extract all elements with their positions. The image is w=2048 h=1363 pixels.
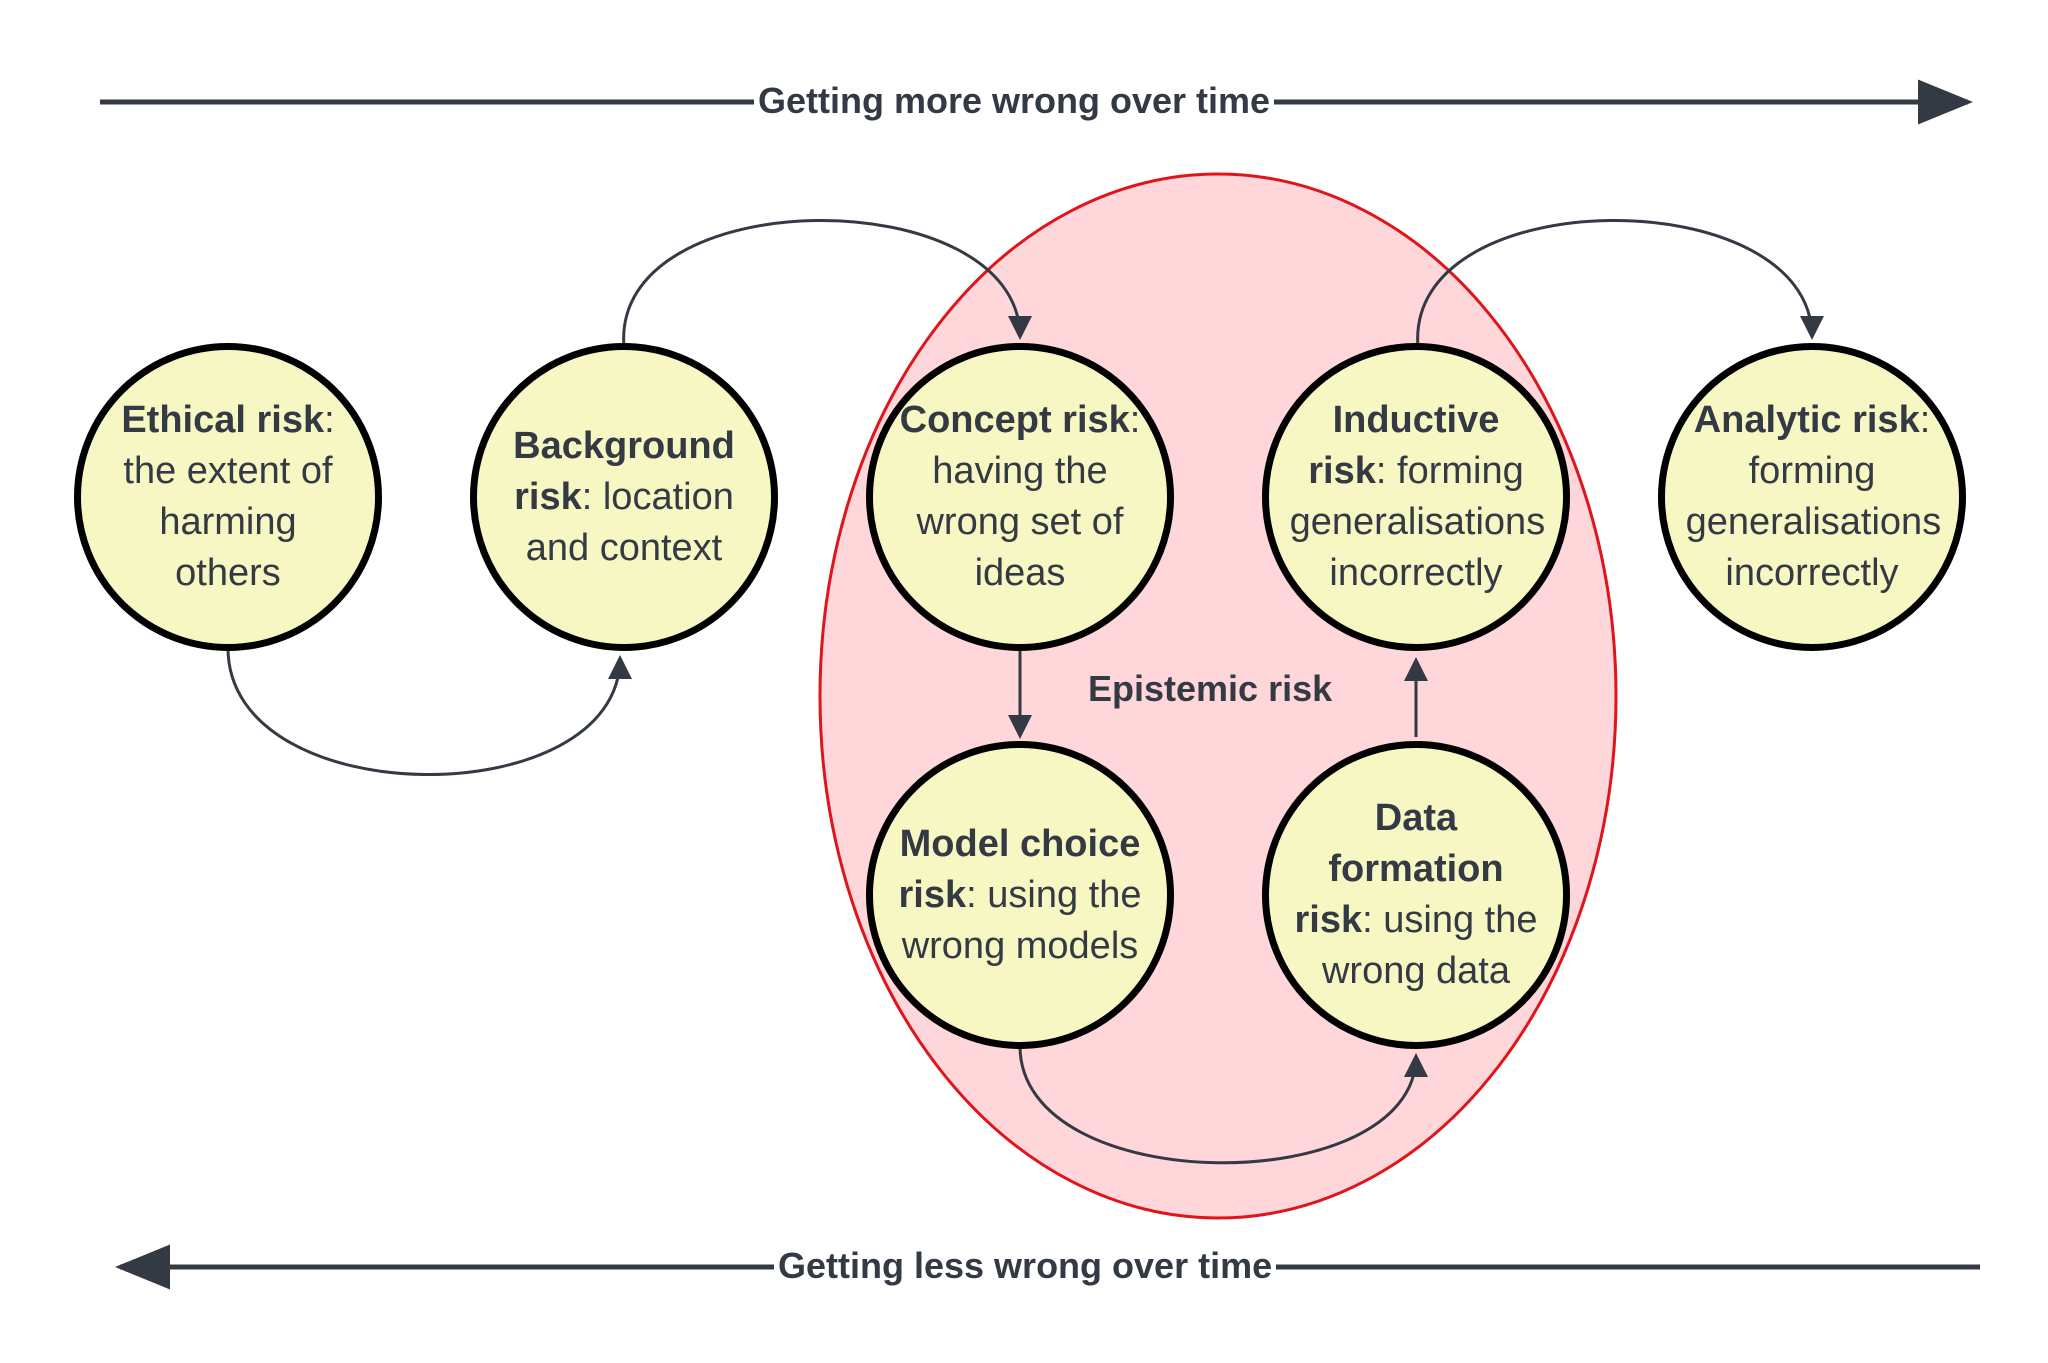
node-model-choice-risk-description: : using the wrong models — [901, 873, 1142, 967]
node-analytic-risk-description: : forming generalisations incorrectly — [1685, 399, 1942, 594]
node-ethical-risk-description: : the extent of harming others — [123, 399, 335, 594]
node-data-formation-risk-title: Data formation risk — [1294, 797, 1504, 941]
node-data-formation-risk-description: : using the wrong data — [1321, 899, 1538, 992]
node-analytic-risk-title: Analytic risk — [1693, 399, 1920, 441]
node-concept-risk-title: Concept risk — [899, 399, 1130, 441]
node-inductive-risk-text: Inductive risk: forming generalisations … — [1289, 395, 1546, 599]
top-timeline-label: Getting more wrong over time — [754, 80, 1275, 122]
node-analytic-risk-text: Analytic risk: forming generalisations i… — [1685, 395, 1942, 599]
node-model-choice-risk-text: Model choice risk: using the wrong model… — [894, 819, 1147, 972]
node-background-risk: Background risk: location and context — [470, 343, 778, 651]
node-ethical-risk-text: Ethical risk: the extent of harming othe… — [102, 395, 355, 599]
node-background-risk-text: Background risk: location and context — [498, 421, 751, 574]
node-analytic-risk: Analytic risk: forming generalisations i… — [1658, 343, 1966, 651]
node-ethical-risk-title: Ethical risk — [121, 399, 325, 441]
connector-inductive-to-analytic — [1416, 219, 1824, 348]
node-concept-risk-description: : having the wrong set of ideas — [916, 399, 1141, 594]
node-model-choice-risk-title: Model choice risk — [898, 822, 1141, 916]
node-background-risk-description: : location and context — [525, 475, 734, 569]
node-inductive-risk: Inductive risk: forming generalisations … — [1262, 343, 1570, 651]
node-concept-risk-text: Concept risk: having the wrong set of id… — [894, 395, 1147, 599]
node-model-choice-risk: Model choice risk: using the wrong model… — [866, 741, 1174, 1049]
connector-ethical-to-background — [226, 647, 632, 776]
epistemic-risk-label: Epistemic risk — [1088, 668, 1333, 709]
bottom-timeline-label: Getting less wrong over time — [774, 1245, 1277, 1287]
node-background-risk-title: Background risk — [513, 424, 735, 518]
node-inductive-risk-description: : forming generalisations incorrectly — [1289, 450, 1546, 594]
node-data-formation-risk: Data formation risk: using the wrong dat… — [1262, 741, 1570, 1049]
node-ethical-risk: Ethical risk: the extent of harming othe… — [74, 343, 382, 651]
connector-background-to-concept — [622, 219, 1032, 348]
connector-model-to-data — [1018, 1045, 1428, 1165]
node-data-formation-risk-text: Data formation risk: using the wrong dat… — [1290, 793, 1543, 997]
node-inductive-risk-title: Inductive risk — [1308, 399, 1500, 492]
node-concept-risk: Concept risk: having the wrong set of id… — [866, 343, 1174, 651]
